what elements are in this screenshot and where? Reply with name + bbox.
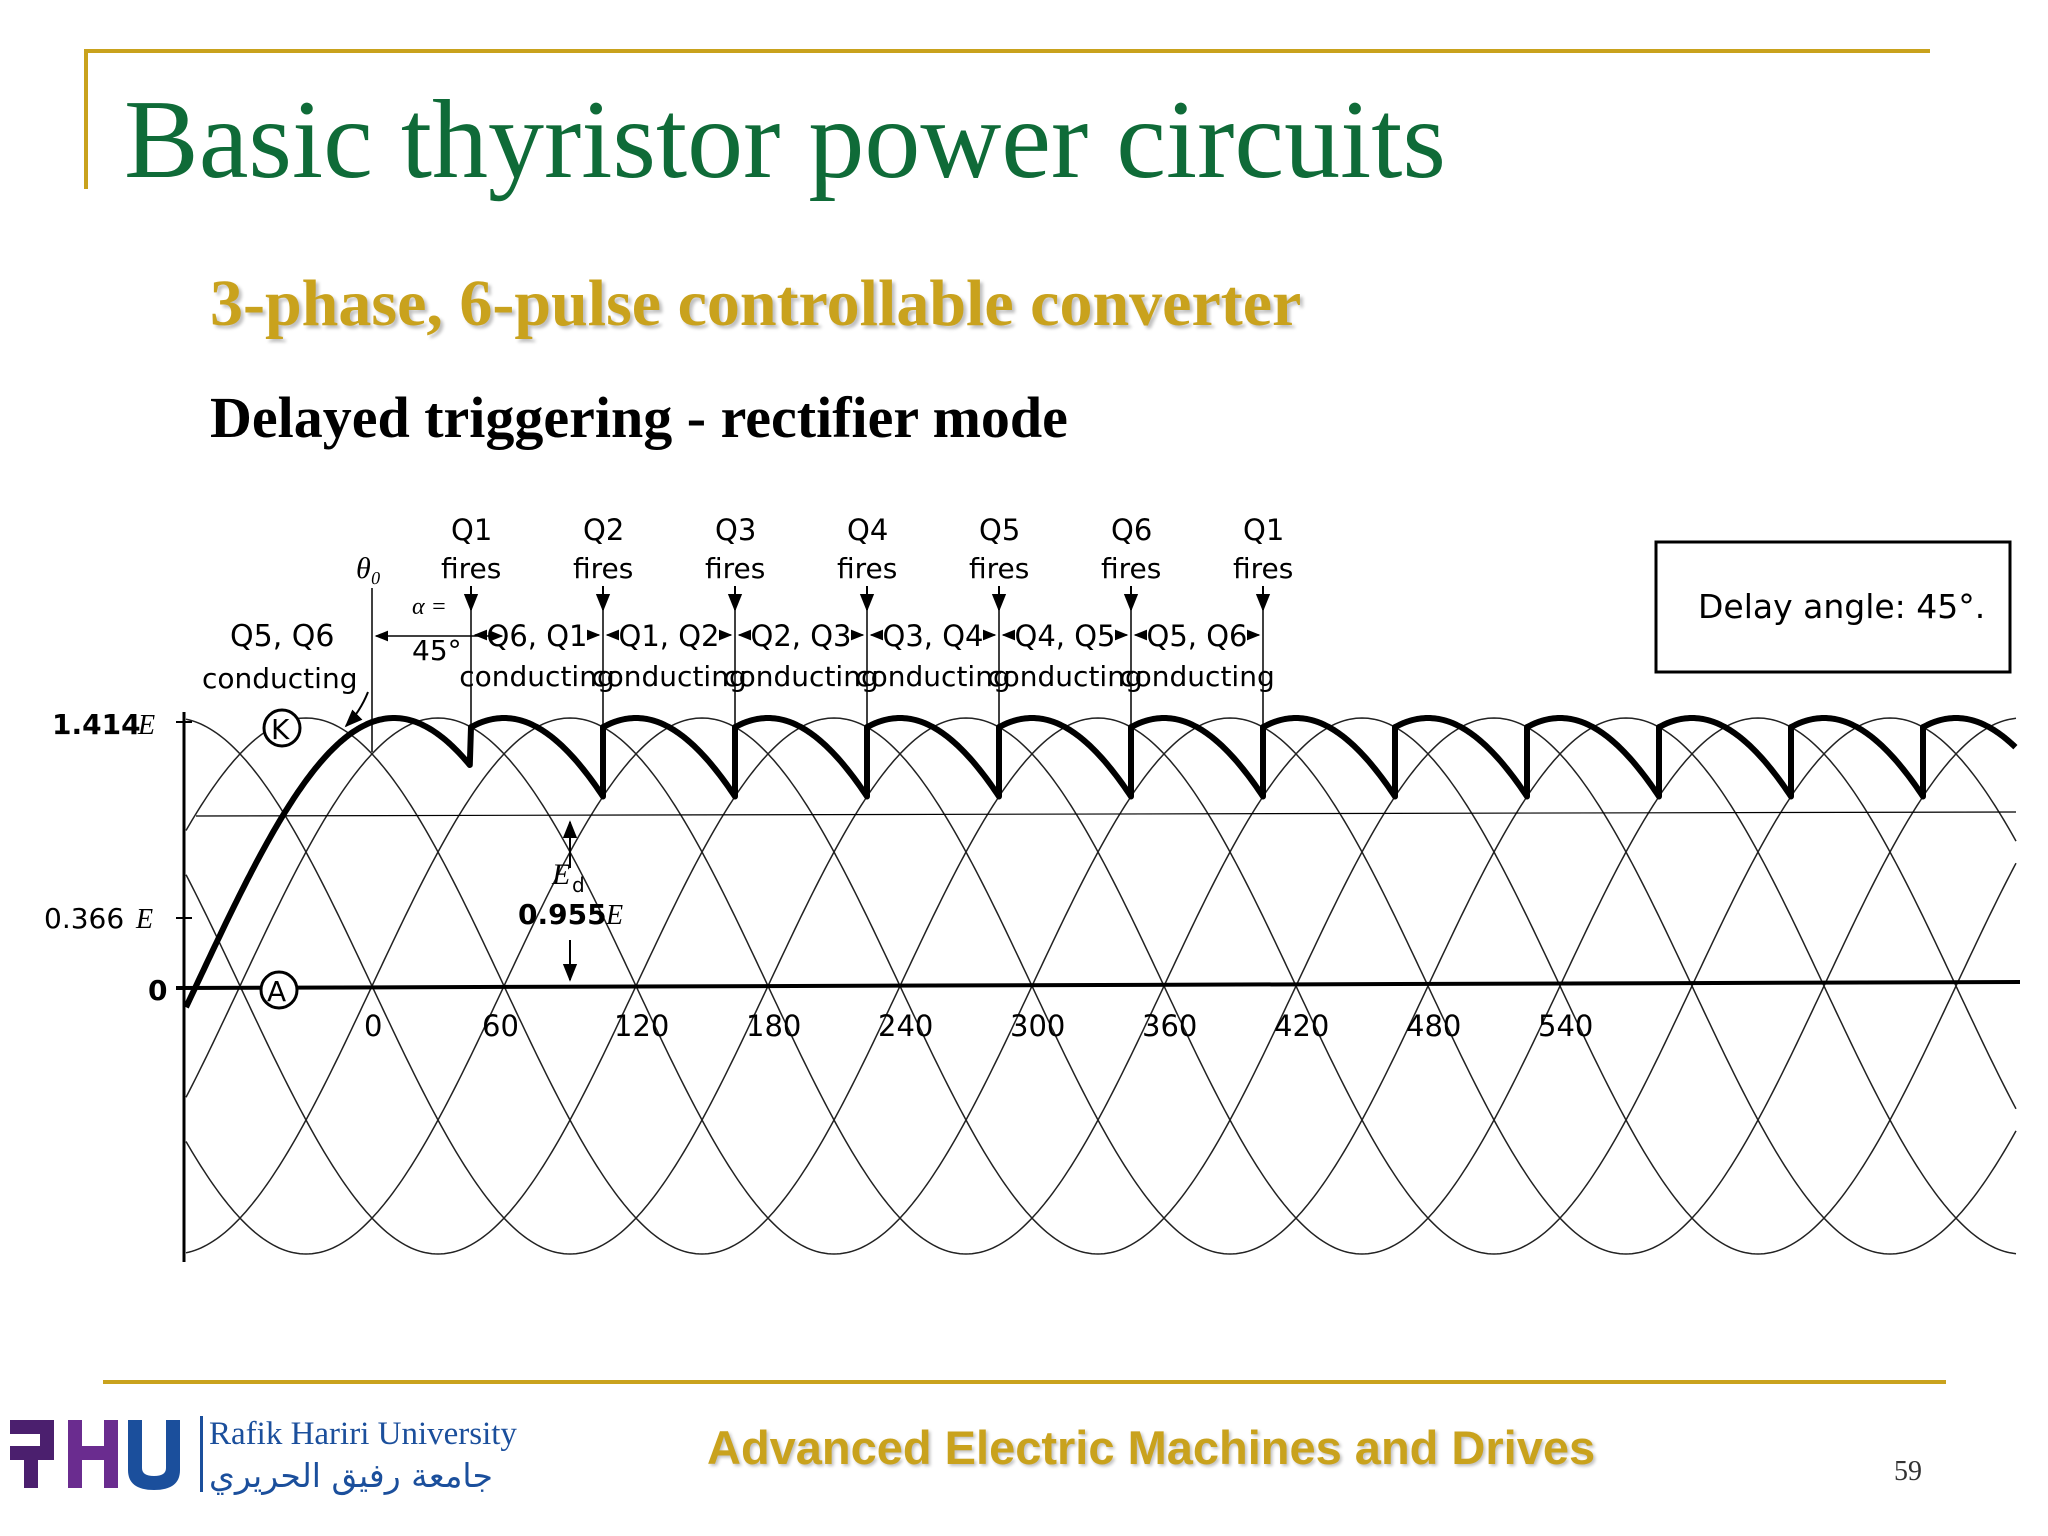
- y-label-zero: 0: [148, 974, 167, 1007]
- conducting-word: conducting: [591, 660, 746, 693]
- initial-conducting-pair: Q5, Q6: [230, 619, 334, 654]
- fires-word: fires: [705, 552, 765, 585]
- node-k-label: K: [271, 713, 290, 746]
- phase-curve: [185, 717, 2017, 1255]
- page-number: 59: [1894, 1456, 1922, 1487]
- conducting-pair: Q5, Q6: [1147, 619, 1248, 653]
- conducting-word: conducting: [723, 660, 878, 693]
- title-rule-left: [84, 49, 88, 189]
- conducting-word: conducting: [1119, 660, 1274, 693]
- alpha-value: 45°: [412, 634, 462, 667]
- x-label: 60: [482, 1009, 519, 1043]
- title-rule-top: [84, 49, 1930, 53]
- theta-label: θ₀: [356, 552, 381, 585]
- output-voltage-waveform: [183, 715, 2018, 1009]
- phase-curve: [185, 717, 2017, 1255]
- conducting-pair: Q4, Q5: [1015, 619, 1116, 653]
- fires-word: fires: [969, 552, 1029, 585]
- fires-thyristor: Q5: [979, 513, 1020, 547]
- conducting-pair: Q3, Q4: [883, 619, 984, 653]
- ed-subscript: d: [572, 873, 585, 897]
- x-axis-labels: 0 60 120 180 240 300 360 420 480 540: [364, 1009, 1593, 1043]
- fires-thyristor: Q6: [1111, 513, 1152, 547]
- phase-curve: [185, 717, 2017, 1255]
- node-k-circle: [262, 708, 302, 748]
- university-logo: [10, 1414, 200, 1501]
- phase-curve: [185, 717, 2017, 1255]
- x-label: 420: [1274, 1009, 1329, 1043]
- conducting-word: conducting: [987, 660, 1142, 693]
- x-label: 120: [614, 1009, 669, 1043]
- ed-unit: E: [605, 900, 623, 931]
- phase-voltage-curves: [185, 717, 2017, 1255]
- conducting-word: conducting: [855, 660, 1010, 693]
- fires-word: fires: [1233, 552, 1293, 585]
- x-label: 540: [1538, 1009, 1593, 1043]
- fires-word: fires: [573, 552, 633, 585]
- conducting-pair: Q2, Q3: [751, 619, 852, 653]
- delay-angle-box: [1654, 540, 2012, 674]
- phase-curve: [185, 717, 2017, 1255]
- course-footer: Advanced Electric Machines and Drives: [707, 1421, 1596, 1474]
- fires-thyristor: Q1: [1243, 513, 1284, 547]
- footer-rule: [103, 1380, 1946, 1384]
- delay-angle-text: Delay angle: 45°.: [1698, 587, 1985, 626]
- fires-thyristor: Q1: [451, 513, 492, 547]
- conducting-pair: Q6, Q1: [487, 619, 588, 653]
- fires-thyristor: Q2: [583, 513, 624, 547]
- slide-subtitle: 3-phase, 6-pulse controllable converter: [210, 267, 1302, 340]
- x-label: 360: [1142, 1009, 1197, 1043]
- ed-label: E: [551, 858, 570, 891]
- phase-curve: [185, 717, 2017, 1255]
- y-label-0366-unit: E: [135, 904, 153, 935]
- x-label: 240: [878, 1009, 933, 1043]
- ed-value: 0.955: [518, 898, 607, 931]
- initial-conducting-word: conducting: [202, 662, 357, 695]
- conducting-pair: Q1, Q2: [619, 619, 720, 653]
- fires-word: fires: [1101, 552, 1161, 585]
- university-name-ar: جامعة رفيق الحريري: [209, 1456, 493, 1495]
- y-label-1414-unit: E: [137, 710, 155, 741]
- logo-divider: [200, 1416, 203, 1492]
- alpha-label: α =: [412, 594, 447, 620]
- node-k-pointer: [344, 691, 369, 728]
- node-a-label: A: [267, 975, 286, 1008]
- y-label-0366: 0.366: [44, 902, 124, 935]
- x-label: 0: [364, 1009, 382, 1043]
- conducting-word: conducting: [459, 660, 614, 693]
- fires-word: fires: [441, 552, 501, 585]
- x-label: 180: [746, 1009, 801, 1043]
- firing-markers: [463, 586, 1271, 726]
- average-voltage-line: [195, 811, 2017, 817]
- x-label: 480: [1406, 1009, 1461, 1043]
- node-a-circle: [259, 970, 299, 1010]
- university-name-en: Rafik Hariri University: [209, 1416, 517, 1452]
- zero-axis: [175, 980, 2021, 990]
- y-label-1414: 1.414: [52, 708, 141, 741]
- slide-title: Basic thyristor power circuits: [124, 78, 1446, 202]
- x-label: 300: [1010, 1009, 1065, 1043]
- slide-heading: Delayed triggering - rectifier mode: [210, 385, 1068, 450]
- fires-labels: Q1 fires Q2 fires Q3 fires Q4 fires Q5 fires Q6 fir…: [441, 513, 1293, 585]
- fires-thyristor: Q3: [715, 513, 756, 547]
- fires-thyristor: Q4: [847, 513, 888, 547]
- fires-word: fires: [837, 552, 897, 585]
